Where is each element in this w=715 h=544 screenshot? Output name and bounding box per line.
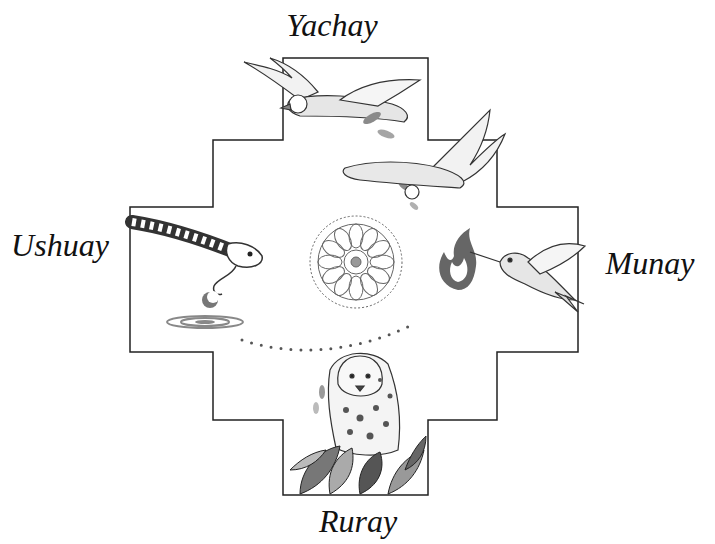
direction-label: Yachay [286, 8, 377, 43]
direction-label: Ushuay [11, 228, 109, 263]
jaguar-spots [343, 378, 393, 440]
moon-drop [202, 292, 218, 308]
condor-body [343, 162, 464, 188]
snake-body [132, 222, 235, 252]
spot [373, 405, 379, 411]
mandala [310, 216, 402, 308]
spot [388, 394, 393, 399]
ripple [195, 320, 215, 324]
chakana-outline [130, 58, 578, 495]
spot [343, 407, 349, 413]
leaf [359, 452, 382, 494]
leaf [376, 128, 395, 141]
leaf [313, 402, 319, 414]
hummingbird-beak [470, 252, 500, 262]
dotted-path [242, 326, 410, 350]
eagle-head [289, 95, 307, 113]
condor-head [405, 185, 419, 199]
flame [439, 228, 476, 290]
moon-drop-cut [207, 291, 219, 303]
mandala-petal [320, 263, 348, 287]
leaf [405, 436, 426, 470]
snake-head [226, 243, 262, 268]
jaguar-body [328, 353, 399, 455]
mandala-ring [344, 250, 368, 274]
eagle-beak [281, 104, 291, 110]
snake [132, 222, 262, 295]
eagle-wing [340, 80, 420, 106]
leaf [290, 450, 326, 470]
mandala-ring [310, 216, 402, 308]
jaguar [328, 353, 399, 455]
spot [383, 421, 389, 427]
hummingbird-wing [528, 244, 585, 274]
jaguar-eye [366, 374, 370, 378]
leaf [319, 385, 325, 399]
mandala-petal [365, 237, 393, 261]
leaf [361, 110, 382, 127]
hummingbird-tail [555, 292, 584, 312]
spot [378, 378, 382, 382]
jaguar-nose [356, 386, 364, 391]
spot [367, 433, 374, 440]
leaf [329, 448, 353, 494]
snake-eye [248, 252, 253, 257]
mandala-core [351, 257, 361, 267]
ripple [181, 318, 229, 326]
jaguar-head [338, 356, 383, 396]
falling-leaves [313, 385, 325, 414]
leaves [361, 110, 419, 212]
mandala-petal [331, 226, 355, 254]
eagle-wing [244, 58, 318, 100]
hummingbird [470, 244, 585, 312]
direction-label: Munay [606, 246, 695, 281]
eagle [244, 58, 420, 122]
mandala-petal [357, 271, 381, 299]
jungle-leaves [290, 436, 426, 494]
condor [343, 110, 505, 199]
direction-label: Ruray [319, 504, 397, 539]
hummingbird-eye [508, 258, 512, 262]
spot [347, 429, 353, 435]
water-drop [167, 291, 243, 328]
snake-body-pattern [132, 222, 235, 252]
snake-tongue [214, 266, 236, 295]
spot [357, 415, 364, 422]
mandala-ring [318, 224, 394, 300]
leaf [409, 201, 420, 211]
flame-inner [450, 258, 467, 282]
jaguar-eye [350, 374, 354, 378]
ripple [167, 316, 243, 328]
flame-shape [439, 228, 476, 290]
